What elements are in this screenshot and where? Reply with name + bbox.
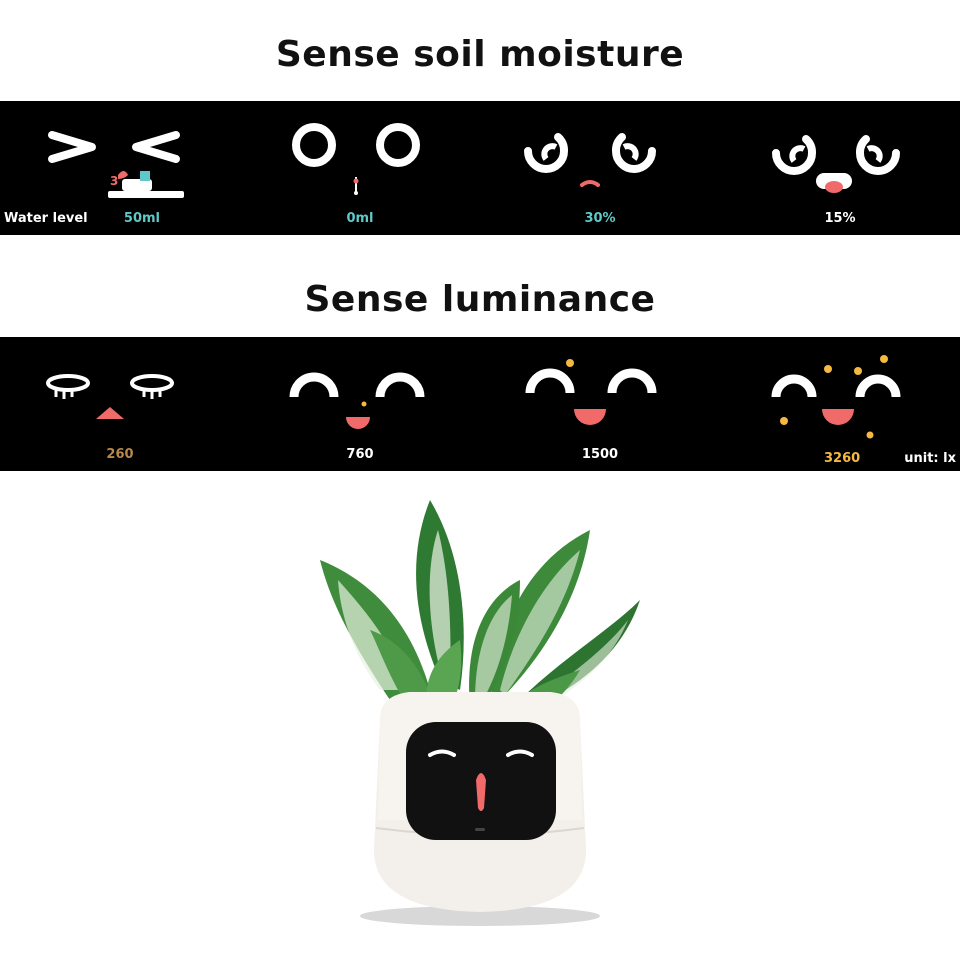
very-sad-face-icon xyxy=(772,135,900,193)
moisture-expression-strip: 3 Water level 50ml 0ml 30% xyxy=(0,101,960,235)
luminance-section-title: Sense luminance xyxy=(304,279,656,320)
luminance-panel-1500: 1500 xyxy=(480,337,720,471)
sad-face-icon xyxy=(524,133,656,187)
squinting-face-icon: 3 xyxy=(48,131,184,198)
luminance-value-260: 260 xyxy=(106,447,134,462)
teary-face-icon xyxy=(46,374,174,419)
moisture-section-title: Sense soil moisture xyxy=(275,34,685,75)
luminance-panel-260: 260 xyxy=(0,337,240,471)
luminance-value-1500: 1500 xyxy=(581,447,619,462)
moisture-value-30pct: 30% xyxy=(584,211,616,226)
happy-sparkle-face-icon xyxy=(525,359,657,425)
delighted-face-icon xyxy=(771,355,901,439)
luminance-panel-760: 760 xyxy=(240,337,480,471)
luminance-value-3260: 3260 xyxy=(824,451,861,466)
luminance-unit-label: unit: lx xyxy=(904,451,956,466)
svg-text:3: 3 xyxy=(110,174,118,188)
moisture-panel-30pct: 30% xyxy=(480,101,720,235)
moisture-value-50ml: 50ml xyxy=(123,211,160,226)
smiling-face-icon xyxy=(289,372,425,429)
moisture-panel-50ml: 3 Water level 50ml xyxy=(0,101,240,235)
water-level-label: Water level xyxy=(4,211,88,226)
moisture-panel-15pct: 15% xyxy=(720,101,960,235)
moisture-value-0ml: 0ml xyxy=(346,211,374,226)
moisture-panel-0ml: 0ml xyxy=(240,101,480,235)
wide-eyed-face-icon xyxy=(292,123,420,195)
moisture-value-15pct: 15% xyxy=(824,211,856,226)
plant-pot-robot-icon xyxy=(320,500,640,926)
luminance-panel-3260: 3260 xyxy=(720,337,960,471)
luminance-expression-strip: 260 760 1500 326 xyxy=(0,337,960,471)
luminance-value-760: 760 xyxy=(346,447,374,462)
